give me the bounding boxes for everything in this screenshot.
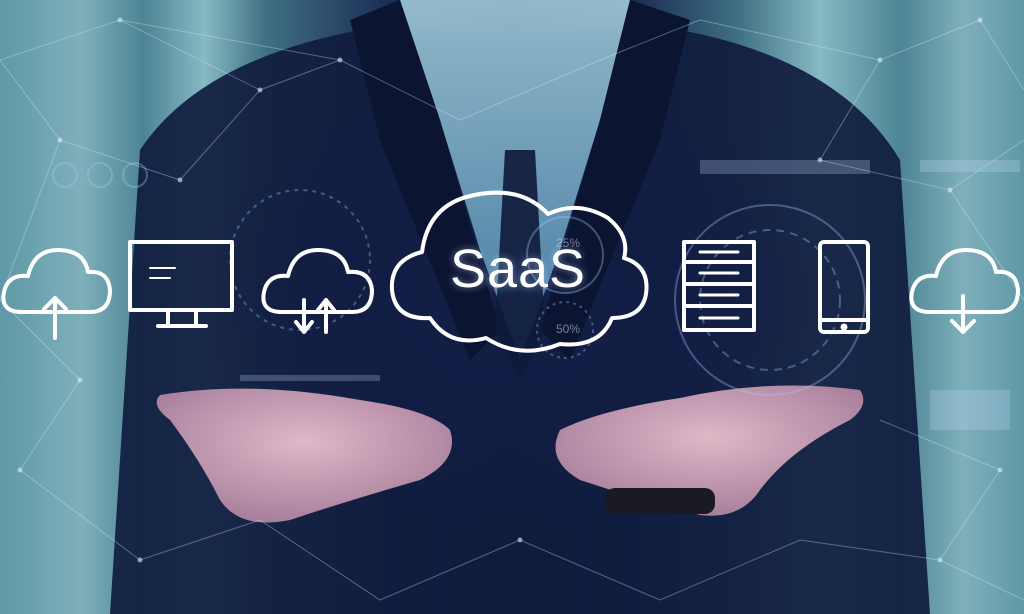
cloud-sync-icon: [261, 248, 374, 334]
cloud-download-icon: [909, 248, 1020, 334]
server-rack-icon: [682, 240, 756, 332]
desktop-monitor-icon: [128, 240, 234, 328]
smartphone-icon: [818, 240, 870, 334]
saas-cloud-icon: [389, 190, 649, 353]
cloud-upload-icon: [1, 248, 112, 340]
open-hands: [156, 385, 864, 523]
gauge-label: 25%: [556, 236, 581, 250]
gauge-label: 50%: [556, 322, 581, 336]
saas-headline: SaaS: [449, 239, 587, 299]
hud-bars: [240, 160, 1020, 430]
network-nodes: [17, 17, 1003, 563]
